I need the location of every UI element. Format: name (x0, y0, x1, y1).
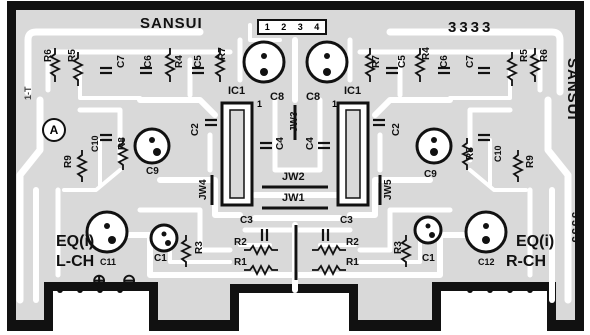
left-r6: R6 (43, 49, 54, 62)
left-r1: R1 (234, 257, 247, 268)
electrolytic-caps (85, 40, 508, 254)
left-c10: C10 (90, 135, 100, 152)
model-label: 3333 (448, 19, 494, 36)
right-ic-pin1: 1 (332, 99, 338, 109)
side-a-marker: A (42, 118, 66, 142)
film-caps (100, 66, 490, 241)
right-c9: C9 (424, 169, 437, 180)
jw3-label: JW3 (289, 111, 300, 132)
right-r8: R8 (465, 147, 476, 160)
header-pin-4: 4 (314, 22, 320, 32)
copper-traces (16, 23, 572, 304)
left-r8: R8 (117, 137, 128, 150)
right-c2: C2 (391, 123, 402, 136)
resistors (48, 48, 542, 277)
right-r3: R3 (393, 241, 404, 254)
brand-mirrored-label: SANSUI (564, 58, 581, 121)
left-c1: C1 (154, 253, 167, 264)
right-c1: C1 (422, 253, 435, 264)
model-side-label: 3333 (569, 212, 581, 245)
brand-label: SANSUI (140, 15, 203, 32)
right-r1: R1 (346, 257, 359, 268)
jw2-label: JW2 (282, 171, 305, 183)
right-eq-label: EQ(i) (516, 233, 555, 250)
left-c2: C2 (190, 123, 201, 136)
left-c3: C3 (240, 215, 253, 226)
left-r4: R4 (174, 55, 185, 68)
minus-icon: ⊖ (122, 271, 137, 290)
left-ic-pin1: 1 (257, 99, 263, 109)
right-c6: C6 (439, 55, 450, 68)
left-c7: C7 (116, 55, 127, 68)
header-pin-1: 1 (264, 22, 270, 32)
right-r9: R9 (525, 155, 536, 168)
right-r2: R2 (346, 237, 359, 248)
left-r7: R7 (217, 47, 228, 60)
right-c12: C12 (478, 257, 495, 267)
right-c8: C8 (306, 91, 321, 103)
left-c4: C4 (275, 137, 286, 150)
left-eq-label: EQ(i) (56, 233, 95, 250)
left-c11: C11 (100, 257, 117, 267)
left-c8: C8 (270, 91, 285, 103)
left-r5: R5 (67, 49, 78, 62)
left-c9: C9 (146, 166, 159, 177)
left-r3: R3 (194, 241, 205, 254)
right-r5: R5 (519, 49, 530, 62)
right-c5: C5 (397, 55, 408, 68)
right-c7: C7 (465, 55, 476, 68)
right-c4: C4 (305, 137, 316, 150)
ic1-right-body (336, 101, 370, 207)
right-r7: R7 (371, 55, 382, 68)
left-c5: C5 (193, 55, 204, 68)
cap-polarity-dots (104, 53, 490, 246)
plus-icon: ⊕ (92, 271, 107, 290)
right-ic1: IC1 (344, 85, 362, 97)
left-channel-label: L-CH (56, 253, 95, 270)
left-r2: R2 (234, 237, 247, 248)
right-channel-label: R-CH (506, 253, 546, 270)
right-jw5: JW5 (383, 179, 394, 200)
jw1-label: JW1 (282, 192, 305, 204)
ic1-left-body (220, 101, 254, 207)
jumpers (210, 105, 382, 280)
left-c6: C6 (143, 55, 154, 68)
right-r6: R6 (539, 49, 550, 62)
left-jw4: JW4 (198, 179, 209, 200)
right-r4: R4 (421, 47, 432, 60)
header-connector: 1 2 3 4 (257, 19, 327, 35)
left-r9: R9 (63, 155, 74, 168)
right-c3: C3 (340, 215, 353, 226)
right-c10: C10 (493, 145, 503, 162)
left-ic1: IC1 (228, 85, 246, 97)
edge-code-label: 1-T (23, 86, 33, 101)
header-pin-3: 3 (297, 22, 303, 32)
header-pin-2: 2 (281, 22, 287, 32)
